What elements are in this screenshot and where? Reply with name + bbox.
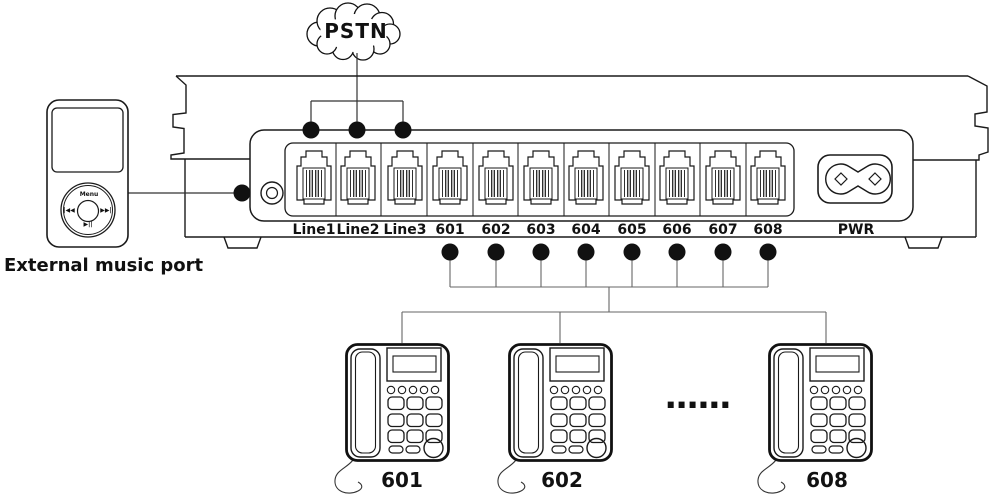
music-player-caption: External music port: [4, 255, 204, 276]
pbx-chassis: [170, 75, 989, 249]
audio-jack: [260, 181, 284, 205]
phone-label-608: 608: [806, 468, 848, 492]
music-port-node: [233, 184, 251, 202]
port-label-line1: Line1: [292, 222, 336, 238]
click-wheel-center-button: [76, 199, 100, 223]
wheel-play-icon: ▶||: [83, 221, 93, 228]
pstn-cloud: [306, 2, 401, 61]
power-port-label: PWR: [837, 222, 875, 238]
port-label-line3: Line3: [383, 222, 427, 238]
extension-connector-lines: [401, 258, 827, 343]
more-phones-ellipsis: ......: [664, 377, 731, 417]
extension-nodes: [441, 243, 777, 261]
port-label-line2: Line2: [336, 222, 380, 238]
port-label-603: 603: [526, 222, 556, 238]
chassis-foot: [904, 236, 943, 249]
pstn-line-nodes: [302, 121, 412, 139]
wheel-prev-icon: |◀◀: [63, 207, 75, 214]
phone-label-602: 602: [541, 468, 583, 492]
port-label-606: 606: [662, 222, 692, 238]
wheel-menu-label: Menu: [79, 191, 99, 198]
music-player-screen: [51, 107, 124, 173]
port-label-605: 605: [617, 222, 647, 238]
chassis-foot: [223, 236, 262, 249]
port-label-604: 604: [571, 222, 601, 238]
port-label-608: 608: [753, 222, 783, 238]
port-label-601: 601: [435, 222, 465, 238]
music-player-device: [46, 99, 129, 248]
port-separators: [335, 143, 747, 216]
port-label-602: 602: [481, 222, 511, 238]
power-socket: [817, 154, 893, 204]
pstn-cloud-label: PSTN: [324, 19, 388, 43]
phone-label-601: 601: [381, 468, 423, 492]
chassis-left-break-edge: [170, 75, 260, 160]
wheel-next-icon: ▶▶|: [100, 207, 112, 214]
chassis-right-break-edge: [900, 75, 989, 161]
port-label-607: 607: [708, 222, 738, 238]
